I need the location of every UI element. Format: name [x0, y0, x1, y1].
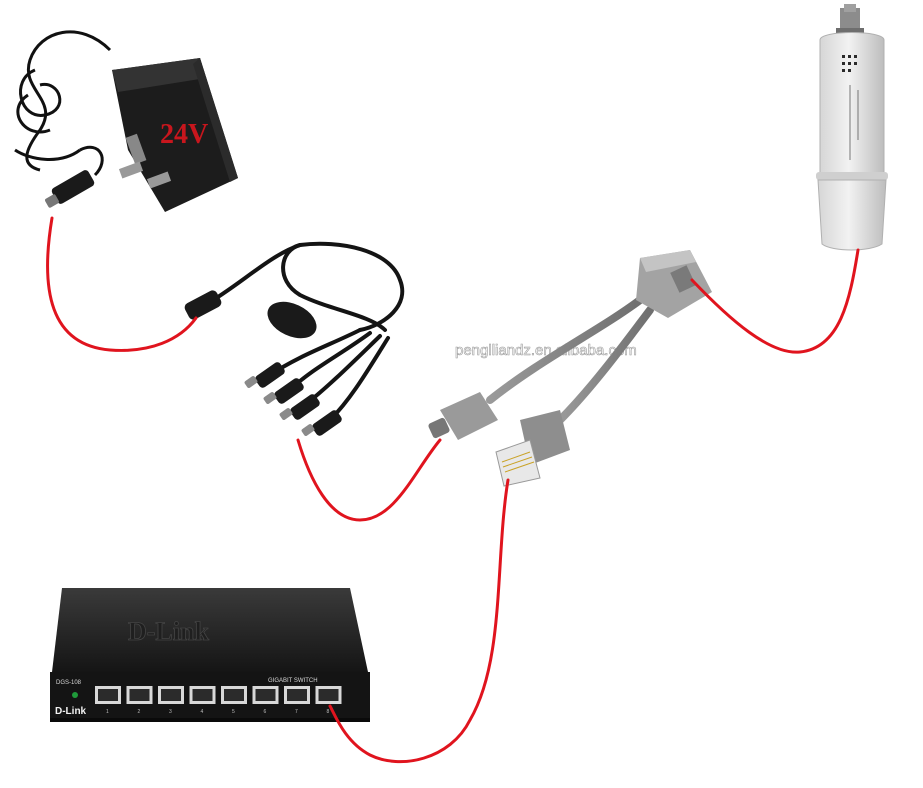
- outdoor-access-point-icon: [816, 4, 888, 250]
- switch-port-label: 1: [106, 709, 109, 715]
- switch-port-label: 7: [295, 709, 298, 715]
- switch-port-label: 4: [201, 709, 204, 715]
- switch-port-label: 2: [138, 709, 141, 715]
- switch-port-label: 8: [327, 709, 330, 715]
- wire-injector-to-access-point: [692, 250, 858, 352]
- adapter-voltage-label: 24V: [160, 119, 208, 150]
- switch-port-label: 6: [264, 709, 267, 715]
- power-adapter-icon: 24V: [15, 32, 238, 212]
- network-switch-icon: D-Link DGS-108 D-Link GIGABIT SWITCH 1 2 3…: [50, 588, 370, 722]
- switch-series-label: GIGABIT SWITCH: [268, 678, 318, 684]
- switch-port-label: 3: [169, 709, 172, 715]
- switch-model-label: DGS-108: [56, 680, 82, 686]
- switch-front-brand: D-Link: [55, 706, 87, 717]
- wire-adapter-to-splitter: [48, 218, 196, 350]
- power-splitter-cable-icon: [183, 244, 402, 438]
- wire-splitter-to-injector: [298, 440, 440, 520]
- switch-top-brand: D-Link: [128, 617, 209, 646]
- switch-port-label: 5: [232, 709, 235, 715]
- poe-injector-cable-icon: [427, 250, 712, 486]
